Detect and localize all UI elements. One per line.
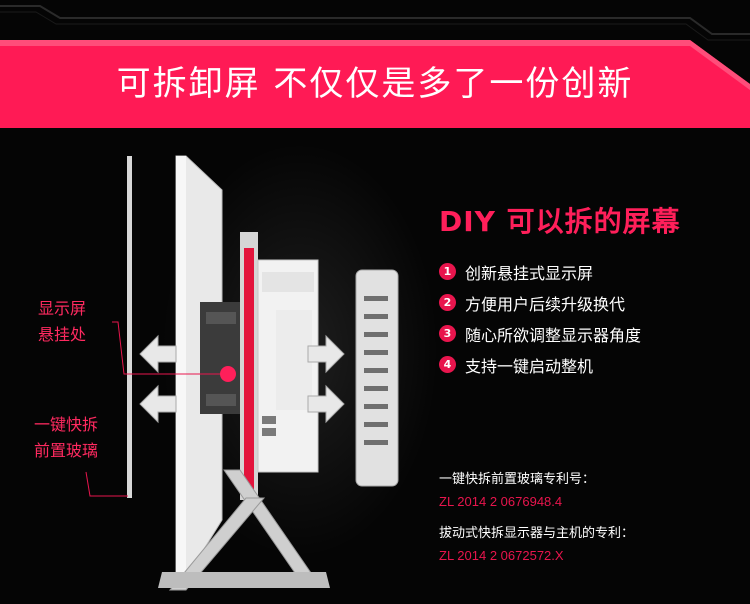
patent-label-glass: 一键快拆前置玻璃专利号： [439,472,596,487]
red-core [244,248,254,498]
feature-number-badge: 2 [439,294,456,311]
patent-number-glass: ZL 2014 2 0676948.4 [439,494,563,509]
arrow-left-icons [139,334,177,424]
callout-glass: 一键快拆 前置玻璃 [34,412,98,464]
callout-glass-line2: 前置玻璃 [34,441,99,460]
back-cover [355,269,399,487]
callout-line-hang [112,321,232,375]
banner-title: 可拆卸屏 不仅仅是多了一份创新 [116,64,634,104]
feature-item: 3 随心所欲调整显示器角度 [439,318,641,349]
feature-text: 支持一键启动整机 [465,356,594,376]
patent-label-host: 拔动式快拆显示器与主机的专利： [439,526,635,541]
feature-text: 随心所欲调整显示器角度 [465,325,642,345]
arrow-right-icons [307,334,345,424]
feature-title: DIY 可以拆的屏幕 [439,205,681,238]
feature-text: 创新悬挂式显示屏 [465,263,594,283]
hang-point-marker [220,366,236,382]
callout-glass-line1: 一键快拆 [34,415,99,434]
callout-screen-hang-line2: 悬挂处 [38,325,87,344]
title-banner [0,40,750,128]
callout-line-glass [85,471,128,497]
feature-number-badge: 3 [439,325,456,342]
feature-number-badge: 4 [439,356,456,373]
feature-item: 1 创新悬挂式显示屏 [439,256,641,287]
callout-screen-hang-line1: 显示屏 [38,299,87,318]
feature-list: 1 创新悬挂式显示屏 2 方便用户后续升级换代 3 随心所欲调整显示器角度 4 支持一键… [439,256,641,380]
patent-number-host: ZL 2014 2 0672572.X [439,548,564,563]
feature-text: 方便用户后续升级换代 [465,294,626,314]
front-glass-panel [127,156,132,498]
callout-screen-hang: 显示屏 悬挂处 [38,296,86,348]
stand-base [158,572,330,588]
feature-item: 4 支持一键启动整机 [439,349,641,380]
feature-number-badge: 1 [439,263,456,280]
feature-item: 2 方便用户后续升级换代 [439,287,641,318]
